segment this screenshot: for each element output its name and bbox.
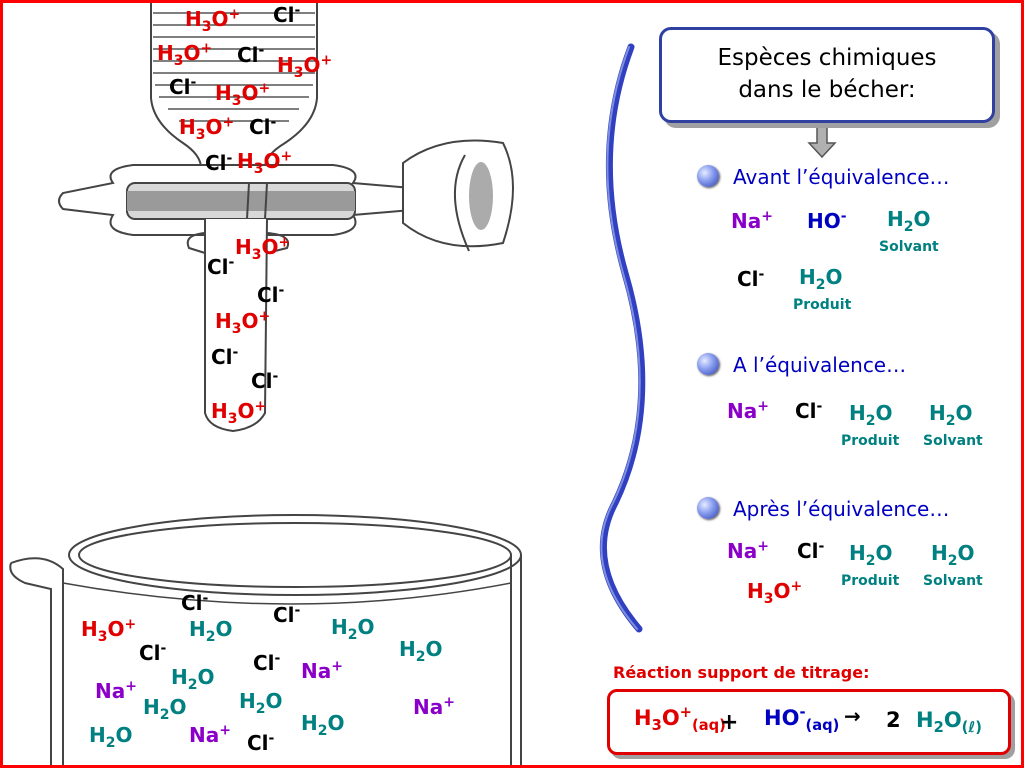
species-h2o: H2O	[171, 665, 215, 693]
species-h3o: H3O+	[277, 52, 333, 81]
label-solvant: Solvant	[879, 239, 939, 255]
reaction-h3o: H3O+(aq)	[634, 704, 726, 735]
species-cl: Cl-	[795, 398, 823, 423]
species-cl: Cl-	[249, 114, 277, 139]
species-h2o: H2O	[143, 695, 187, 723]
species-na: Na+	[95, 678, 137, 703]
label-solvant: Solvant	[923, 573, 983, 589]
reaction-arrow-icon: →	[844, 704, 861, 728]
species-na: Na+	[727, 398, 769, 423]
species-h3o: H3O+	[179, 114, 235, 143]
species-h3o: H3O+	[211, 398, 267, 427]
species-na: Na+	[301, 658, 343, 683]
species-cl: Cl-	[253, 650, 281, 675]
species-ho: HO-	[807, 208, 847, 233]
down-arrow-icon	[807, 124, 837, 159]
species-na: Na+	[413, 694, 455, 719]
species-cl: Cl-	[251, 368, 279, 393]
species-h2o: H2O	[301, 711, 345, 739]
species-h3o: H3O+	[747, 578, 803, 607]
species-cl: Cl-	[181, 590, 209, 615]
label-produit: Produit	[793, 297, 852, 313]
species-h3o: H3O+	[185, 6, 241, 35]
reaction-title: Réaction support de titrage:	[613, 663, 870, 682]
species-cl: Cl-	[797, 538, 825, 563]
species-cl: Cl-	[257, 282, 285, 307]
label-produit: Produit	[841, 573, 900, 589]
titration-illustration	[9, 3, 837, 765]
species-cl: Cl-	[247, 730, 275, 755]
bullet-icon	[697, 353, 719, 375]
separator-curve	[599, 43, 646, 633]
bullet-icon	[697, 497, 719, 519]
species-h2o: H2O	[799, 265, 843, 293]
species-cl: Cl-	[737, 266, 765, 291]
species-cl: Cl-	[211, 344, 239, 369]
species-h3o: H3O+	[215, 80, 271, 109]
beaker	[9, 514, 522, 765]
step-label-after: Après l’équivalence…	[733, 497, 950, 521]
species-h3o: H3O+	[235, 234, 291, 263]
species-cl: Cl-	[273, 2, 301, 27]
species-cl: Cl-	[207, 254, 235, 279]
species-cl: Cl-	[139, 640, 167, 665]
reaction-ho: HO-(aq)	[764, 704, 840, 735]
species-h2o: H2O	[331, 615, 375, 643]
species-h3o: H3O+	[157, 40, 213, 69]
species-h2o: H2O	[887, 207, 931, 235]
species-cl: Cl-	[273, 602, 301, 627]
species-h3o: H3O+	[237, 148, 293, 177]
reaction-coefficient: 2	[886, 708, 901, 732]
species-h2o: H2O	[849, 541, 893, 569]
species-na: Na+	[731, 208, 773, 233]
reaction-plus: +	[720, 710, 739, 735]
title-box: Espèces chimiques dans le bécher:	[659, 27, 995, 123]
species-h2o: H2O	[239, 689, 283, 717]
burette	[58, 3, 514, 433]
label-produit: Produit	[841, 433, 900, 449]
step-label-before: Avant l’équivalence…	[733, 165, 950, 189]
species-h3o: H3O+	[215, 308, 271, 337]
species-h3o: H3O+	[81, 616, 137, 645]
species-h2o: H2O	[89, 723, 133, 751]
species-cl: Cl-	[169, 74, 197, 99]
species-h2o: H2O	[931, 541, 975, 569]
label-solvant: Solvant	[923, 433, 983, 449]
species-h2o: H2O	[189, 617, 233, 645]
species-na: Na+	[189, 722, 231, 747]
species-cl: Cl-	[237, 42, 265, 67]
species-cl: Cl-	[205, 150, 233, 175]
species-h2o: H2O	[929, 401, 973, 429]
reaction-box: H3O+(aq) + HO-(aq) → 2 H2O(ℓ)	[607, 689, 1011, 755]
step-label-at: A l’équivalence…	[733, 353, 907, 377]
bullet-icon	[697, 165, 719, 187]
reaction-h2o: H2O(ℓ)	[916, 708, 983, 737]
species-na: Na+	[727, 538, 769, 563]
species-h2o: H2O	[399, 637, 443, 665]
page-title: Espèces chimiques dans le bécher:	[717, 45, 937, 103]
species-h2o: H2O	[849, 401, 893, 429]
